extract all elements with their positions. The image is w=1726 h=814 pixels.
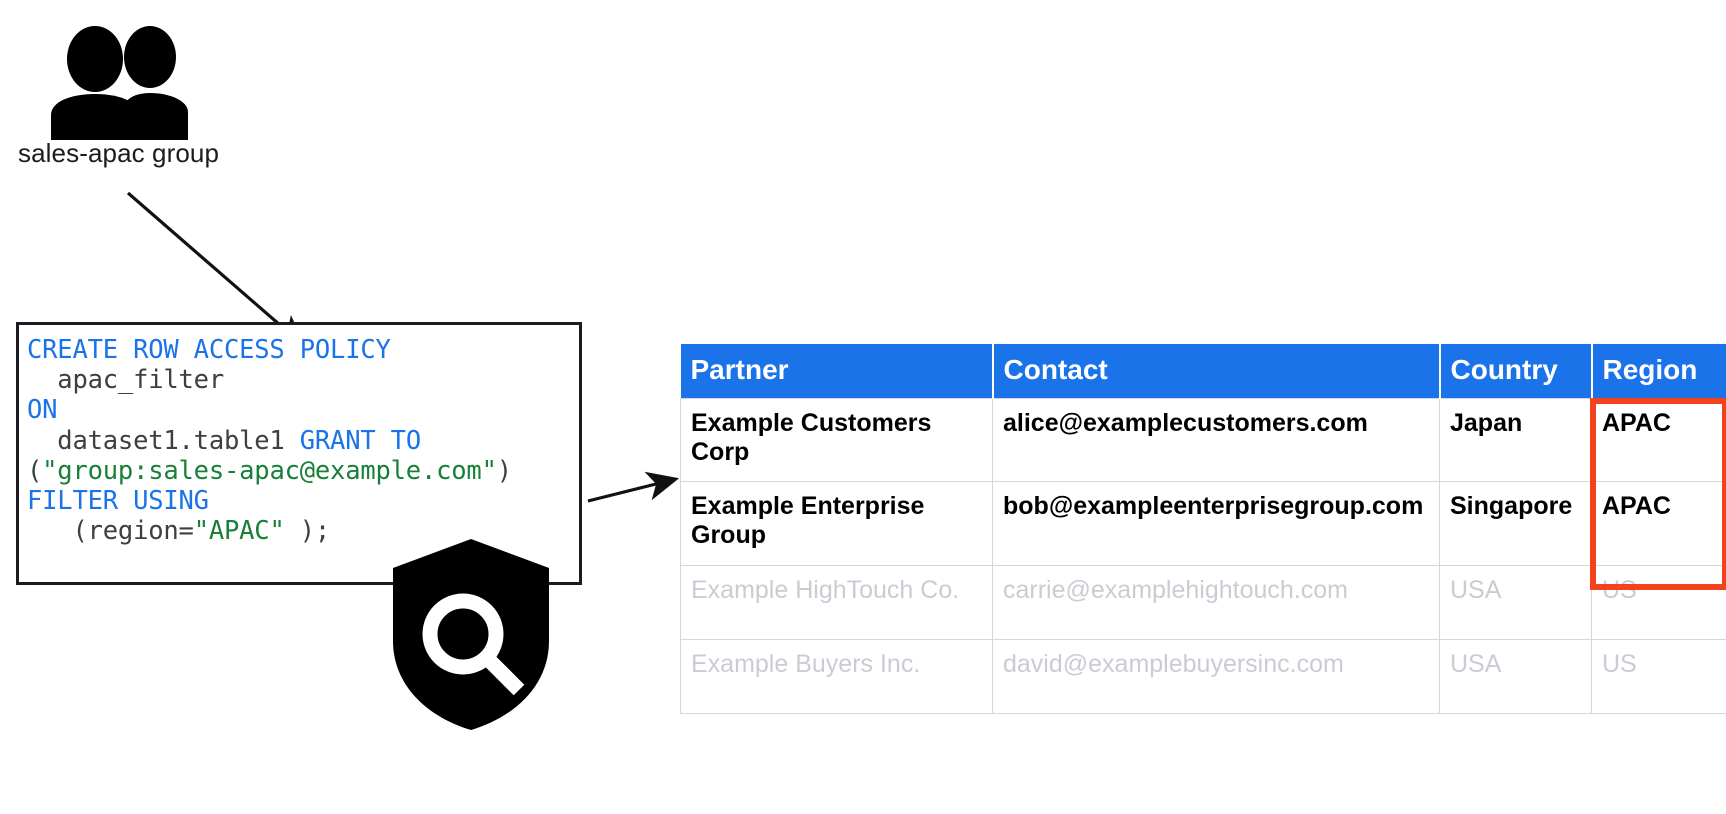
cell-contact: carrie@examplehightouch.com (992, 564, 1440, 640)
column-header-country: Country (1439, 344, 1593, 398)
table-row: Example HighTouch Co. carrie@examplehigh… (680, 564, 1726, 640)
cell-country: USA (1439, 638, 1592, 714)
cell-region: US (1591, 564, 1726, 640)
cell-partner: Example HighTouch Co. (680, 564, 993, 640)
cell-region: US (1591, 638, 1726, 714)
arrow-policy-to-table (587, 471, 680, 503)
group-label: sales-apac group (18, 138, 220, 168)
column-header-contact: Contact (992, 344, 1441, 398)
column-header-partner: Partner (680, 344, 994, 398)
table-header-row: Partner Contact Country Region (680, 344, 1726, 398)
cell-partner: Example Enterprise Group (680, 481, 993, 566)
people-group-icon (20, 22, 210, 142)
table-row: Example Enterprise Group bob@exampleente… (680, 481, 1726, 566)
cell-region: APAC (1591, 481, 1726, 566)
cell-country: Singapore (1439, 481, 1592, 566)
cell-country: USA (1439, 564, 1592, 640)
cell-partner: Example Customers Corp (680, 397, 993, 482)
cell-partner: Example Buyers Inc. (680, 638, 993, 714)
cell-contact: alice@examplecustomers.com (992, 397, 1440, 482)
table-row: Example Customers Corp alice@examplecust… (680, 397, 1726, 482)
cell-contact: bob@exampleenterprisegroup.com (992, 481, 1440, 566)
column-header-region: Region (1591, 344, 1726, 398)
sql-code: CREATE ROW ACCESS POLICY apac_filter ON … (27, 335, 512, 547)
cell-contact: david@examplebuyersinc.com (992, 638, 1440, 714)
table-row: Example Buyers Inc. david@examplebuyersi… (680, 638, 1726, 714)
row-access-policy-code-box: CREATE ROW ACCESS POLICY apac_filter ON … (16, 322, 582, 585)
partner-access-table: Partner Contact Country Region Example C… (680, 344, 1726, 714)
cell-country: Japan (1439, 397, 1592, 482)
cell-region: APAC (1591, 397, 1726, 482)
shield-search-icon (391, 537, 551, 732)
